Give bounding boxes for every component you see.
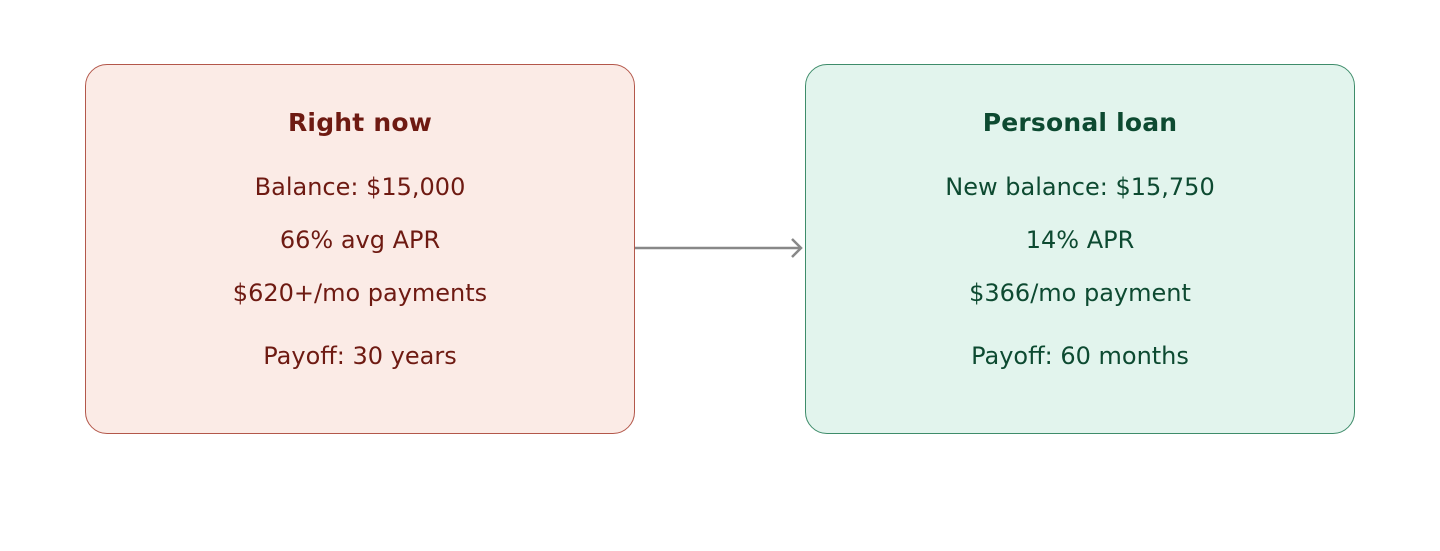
loan-payoff-text: Payoff: 60 months [971,342,1189,370]
current-payments-text: $620+/mo payments [232,279,488,307]
loan-balance-text: New balance: $15,750 [945,173,1215,201]
current-balance-text: Balance: $15,000 [254,173,466,201]
current-situation-title: Right now [287,108,433,137]
flow-arrow-icon [635,238,803,258]
loan-payment-text: $366/mo payment [969,279,1191,307]
current-payoff-text: Payoff: 30 years [263,342,457,370]
current-apr-text: 66% avg APR [279,226,441,254]
personal-loan-title: Personal loan [982,108,1178,137]
loan-apr-text: 14% APR [1025,226,1135,254]
current-situation-box: Right now Balance: $15,000 66% avg APR $… [85,64,635,434]
personal-loan-box: Personal loan New balance: $15,750 14% A… [805,64,1355,434]
